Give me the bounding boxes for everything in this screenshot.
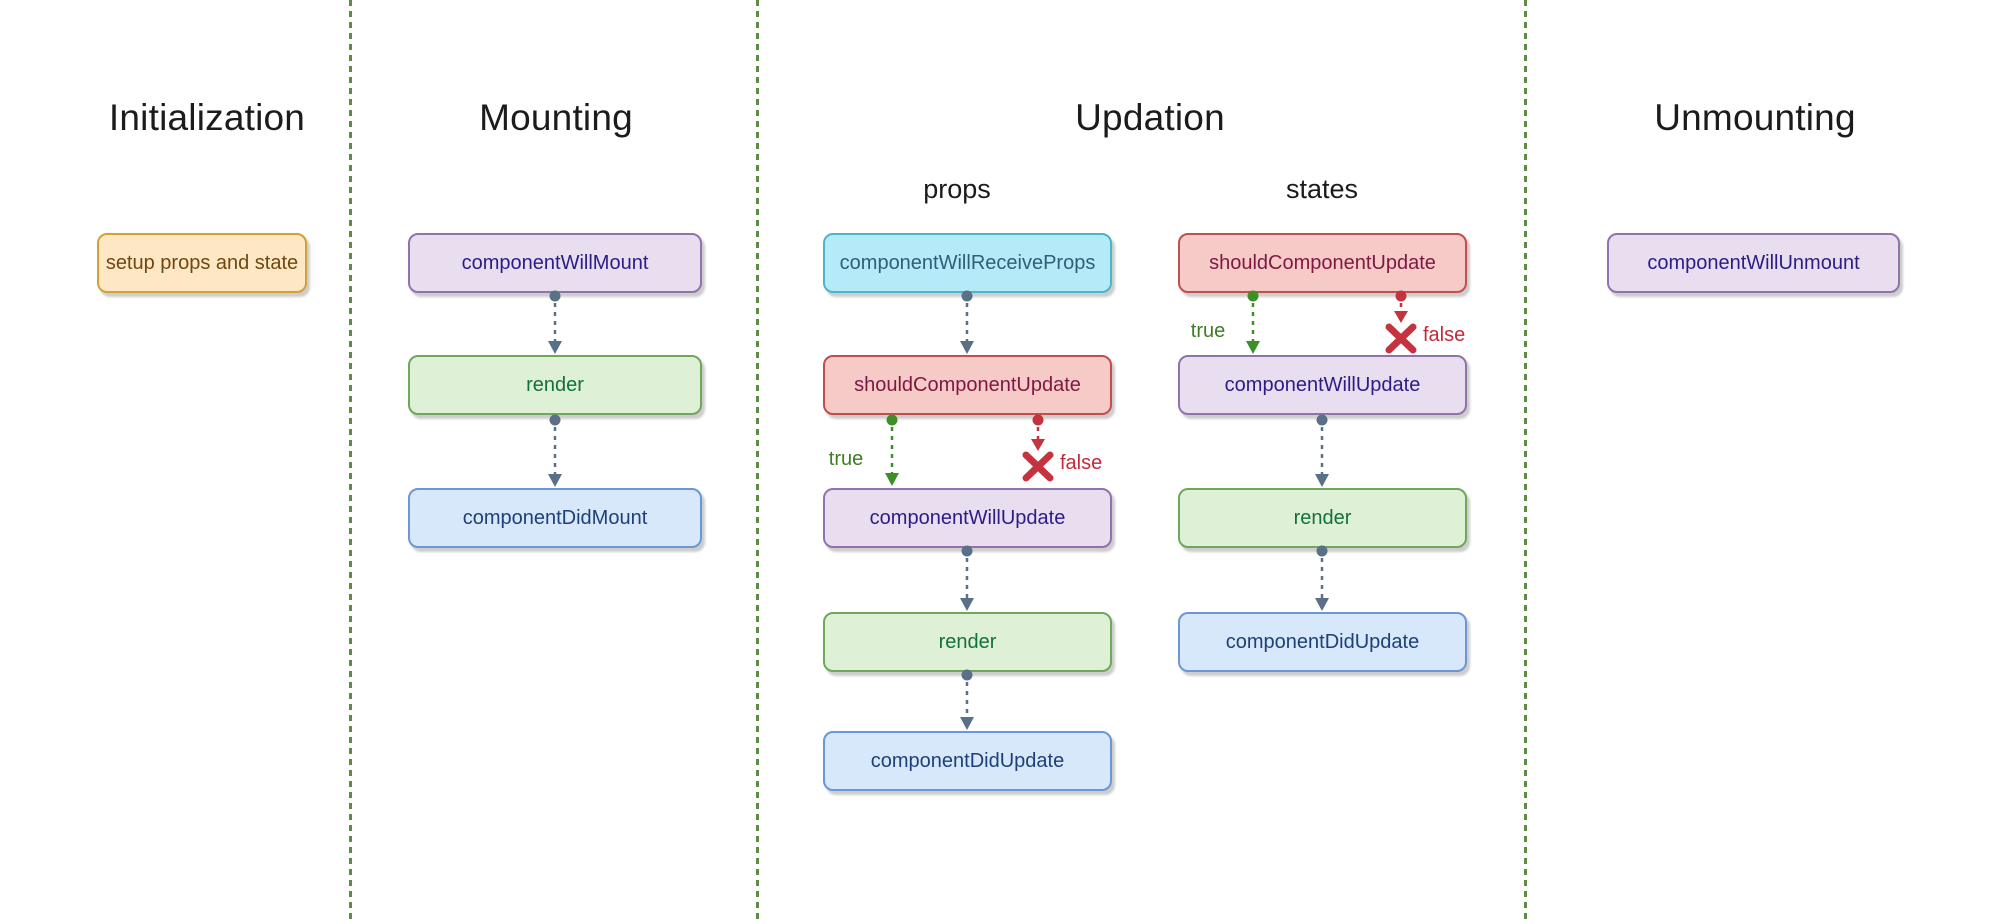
column-header-props: props	[923, 174, 991, 204]
section-title-initialization: Initialization	[108, 97, 306, 138]
node-componentWillMount: componentWillMount	[408, 233, 702, 293]
node-componentWillUpdate-states: componentWillUpdate	[1178, 355, 1467, 415]
node-shouldComponentUpdate-states: shouldComponentUpdate	[1178, 233, 1467, 293]
arrow-render-to-didupdate-props	[960, 669, 974, 730]
false-x-icon-states	[1385, 323, 1417, 354]
section-divider	[1524, 0, 1527, 924]
arrow-willreceiveprops-to-shouldupdate	[960, 290, 974, 354]
node-componentDidMount: componentDidMount	[408, 488, 702, 548]
false-x-icon-props	[1022, 451, 1054, 482]
branch-label-false-states: false	[1423, 324, 1466, 346]
branch-label-true-props: true	[828, 448, 864, 470]
node-componentWillReceiveProps: componentWillReceiveProps	[823, 233, 1112, 293]
node-componentWillUnmount: componentWillUnmount	[1607, 233, 1900, 293]
column-header-states: states	[1285, 174, 1359, 204]
arrow-willmount-to-render	[548, 290, 562, 354]
node-componentWillUpdate-props: componentWillUpdate	[823, 488, 1112, 548]
node-render-states: render	[1178, 488, 1467, 548]
arrow-render-to-didupdate-states	[1315, 545, 1329, 611]
node-componentDidUpdate-states: componentDidUpdate	[1178, 612, 1467, 672]
section-divider	[756, 0, 759, 924]
section-title-updation: Updation	[1075, 97, 1225, 138]
node-render-props: render	[823, 612, 1112, 672]
node-render-mounting: render	[408, 355, 702, 415]
branch-label-false-props: false	[1060, 452, 1103, 474]
arrow-render-to-didmount	[548, 414, 562, 487]
node-componentDidUpdate-props: componentDidUpdate	[823, 731, 1112, 791]
arrow-false-branch-props	[1031, 414, 1045, 451]
node-shouldComponentUpdate-props: shouldComponentUpdate	[823, 355, 1112, 415]
arrow-willupdate-to-render-props	[960, 545, 974, 611]
section-title-mounting: Mounting	[479, 97, 633, 138]
section-title-unmounting: Unmounting	[1654, 97, 1856, 138]
arrow-willupdate-to-render-states	[1315, 414, 1329, 487]
branch-label-true-states: true	[1190, 320, 1226, 342]
node-setup-props-and-state: setup props and state	[97, 233, 307, 293]
section-divider	[349, 0, 352, 924]
arrow-false-branch-states	[1394, 290, 1408, 323]
